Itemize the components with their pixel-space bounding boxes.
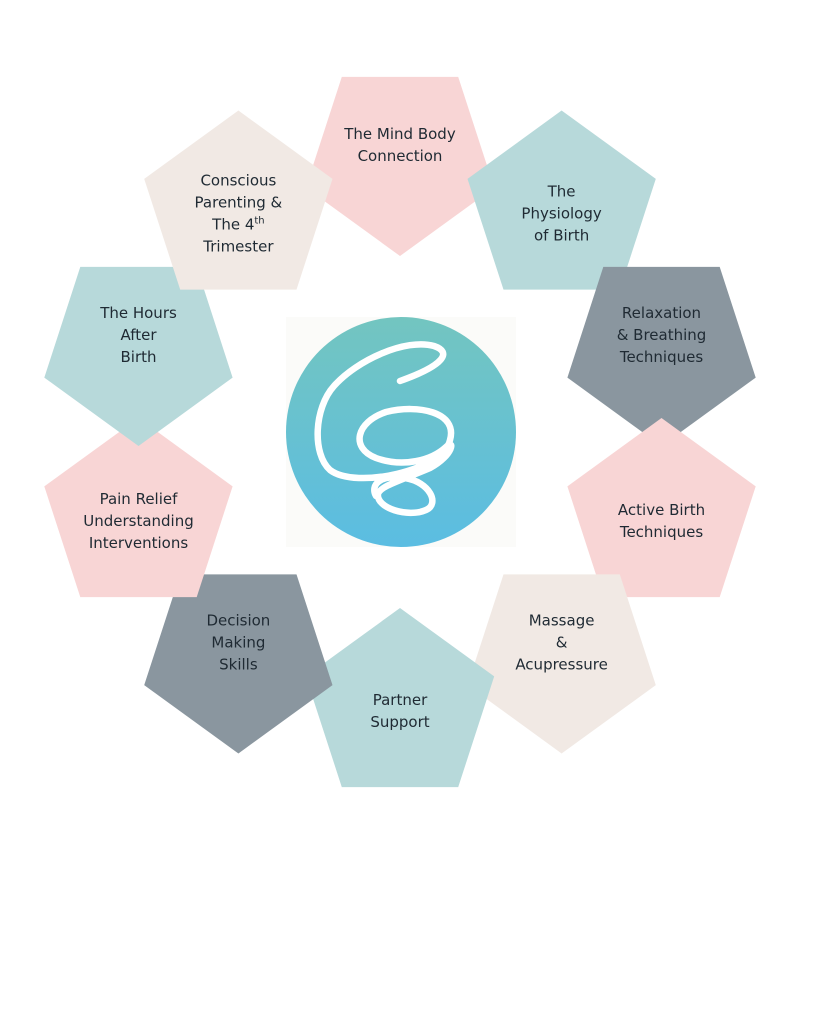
segment-label-superscript: th — [254, 216, 264, 227]
segment-label-line: Making — [211, 634, 265, 652]
segment-label-line: of Birth — [534, 227, 589, 245]
segment-label-line: Acupressure — [515, 656, 608, 674]
segment-label-line: Birth — [120, 348, 156, 366]
segment-label-line: Skills — [219, 656, 258, 674]
segment-shape — [567, 266, 756, 446]
segment-label-line: Active Birth — [618, 501, 705, 519]
segment-label-line: After — [120, 326, 157, 344]
segment-shape — [305, 608, 495, 788]
segment-label-line: Understanding — [83, 512, 194, 530]
segment-shape — [44, 266, 233, 446]
segment-label-line: Partner — [373, 691, 428, 709]
segment-label-line: Pain Relief — [100, 490, 179, 508]
segment-massage: Massage & Acupressure — [467, 574, 656, 754]
segment-label-line: The Hours — [99, 304, 177, 322]
segment-shape — [305, 76, 495, 257]
segment-label-line: Physiology — [521, 205, 601, 223]
segment-label-line: Conscious — [200, 172, 276, 190]
segment-shape — [467, 110, 656, 290]
segment-label: Massage & Acupressure — [515, 612, 608, 674]
segment-shape — [44, 418, 233, 598]
segment-label-line: & — [556, 634, 568, 652]
segment-label-line: Support — [370, 713, 429, 731]
logo-spiral-stroke — [314, 341, 455, 517]
segment-label-line: The — [547, 183, 576, 201]
segment-label-line: Relaxation — [622, 304, 701, 322]
segment-shape — [467, 574, 656, 754]
segment-label-line: Techniques — [619, 348, 704, 366]
segment-label-line: & Breathing — [617, 326, 707, 344]
segment-shape — [144, 574, 333, 754]
segment-label-line: The Mind Body — [343, 125, 456, 143]
segment-label-line: Trimester — [202, 238, 274, 256]
segment-label-line: Connection — [358, 147, 443, 165]
segment-label-line: Parenting & — [195, 194, 283, 212]
segment-label-line: Decision — [206, 612, 270, 630]
segment-label-line: The 4th — [211, 216, 264, 234]
segment-label-line: Massage — [529, 612, 595, 630]
segment-shape — [567, 418, 756, 598]
segment-label-line: Interventions — [89, 534, 189, 552]
spiral-logo-icon — [286, 317, 516, 547]
segment-label-line: Techniques — [619, 523, 704, 541]
segment-shape — [144, 110, 333, 290]
